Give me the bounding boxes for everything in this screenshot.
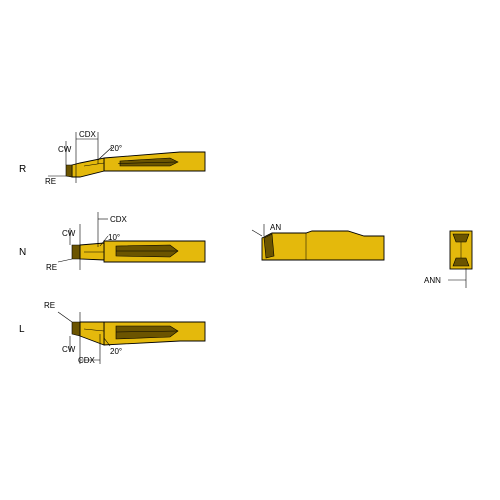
neck-line <box>83 328 105 332</box>
end-view-groove-top <box>452 233 470 243</box>
cutting-tip <box>71 321 81 337</box>
an-leader <box>251 229 263 237</box>
side-view-chipbreaker <box>263 233 275 259</box>
re-leader <box>57 258 73 263</box>
flute-line <box>115 330 179 333</box>
angle-leader <box>97 146 113 161</box>
angle-leader <box>103 337 111 347</box>
cdx-label: CDX <box>110 215 128 224</box>
cw-label: CW <box>62 345 76 354</box>
an-label: AN <box>270 223 281 232</box>
end-view: ANN <box>424 230 473 288</box>
cw-label: CW <box>62 229 76 238</box>
re-label: RE <box>46 263 57 272</box>
row-label-r: R <box>19 164 26 175</box>
cw-label: CW <box>58 145 72 154</box>
side-view-body <box>261 230 385 261</box>
angle-label: 10° <box>108 233 120 242</box>
ann-label: ANN <box>424 276 441 285</box>
row-r-insert: R CDX CW 20° RE <box>19 130 206 186</box>
flute-groove <box>115 325 179 340</box>
end-view-groove-bottom <box>452 257 470 267</box>
flute-line <box>117 161 177 164</box>
re-leader <box>57 311 73 323</box>
row-label-l: L <box>19 324 25 335</box>
row-n-insert: N CDX CW 10° RE <box>19 212 206 272</box>
angle-label: 20° <box>110 144 122 153</box>
flute-groove <box>119 157 179 167</box>
cdx-label: CDX <box>78 356 96 365</box>
side-view: AN <box>251 223 385 261</box>
cdx-label: CDX <box>79 130 97 139</box>
angle-label: 20° <box>110 347 122 356</box>
angle-leader <box>99 235 109 247</box>
insert-head <box>71 157 105 178</box>
insert-head <box>79 321 105 346</box>
row-label-n: N <box>19 247 26 258</box>
re-label: RE <box>45 177 56 186</box>
re-label: RE <box>44 301 55 310</box>
row-l-insert: L RE CW CDX 20° <box>19 301 206 365</box>
cutting-tip <box>71 244 81 260</box>
cutting-tip <box>65 164 73 178</box>
neck-line <box>83 162 105 167</box>
